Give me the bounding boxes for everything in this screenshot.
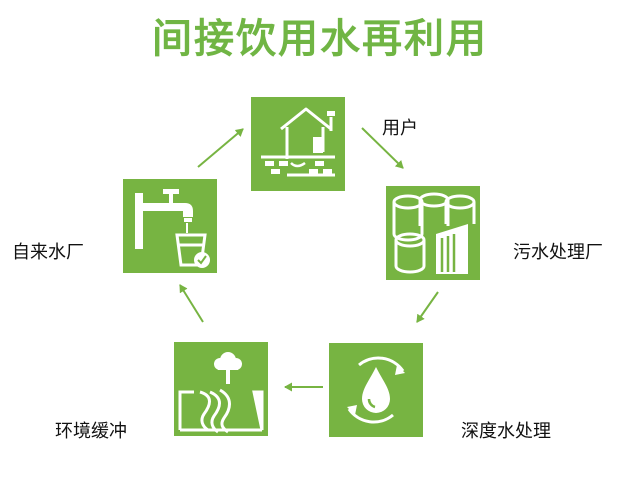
node-sewage-plant (386, 186, 480, 280)
arrow-user-to-sewage-plant (361, 127, 404, 169)
node-water-works (123, 179, 217, 273)
arrow-sewage-plant-to-advanced-treatment (416, 291, 439, 323)
diagram-title: 间接饮用水再利用 (152, 16, 488, 62)
node-user (251, 97, 345, 191)
label-user: 用户 (382, 118, 418, 139)
treatment-tanks-icon (386, 186, 480, 280)
river-tree-icon (174, 342, 268, 436)
node-advanced-treatment (329, 343, 423, 437)
water-drop-cycle-icon (329, 343, 423, 437)
house-icon (251, 97, 345, 191)
label-environmental-buffer: 环境缓冲 (55, 421, 127, 442)
arrow-environmental-buffer-to-water-works (179, 284, 204, 323)
label-sewage-plant: 污水处理厂 (513, 242, 603, 263)
node-environmental-buffer (174, 342, 268, 436)
arrow-water-works-to-user (197, 128, 244, 168)
label-water-works: 自来水厂 (12, 242, 84, 263)
faucet-glass-icon (123, 179, 217, 273)
label-advanced-treatment: 深度水处理 (461, 421, 551, 442)
